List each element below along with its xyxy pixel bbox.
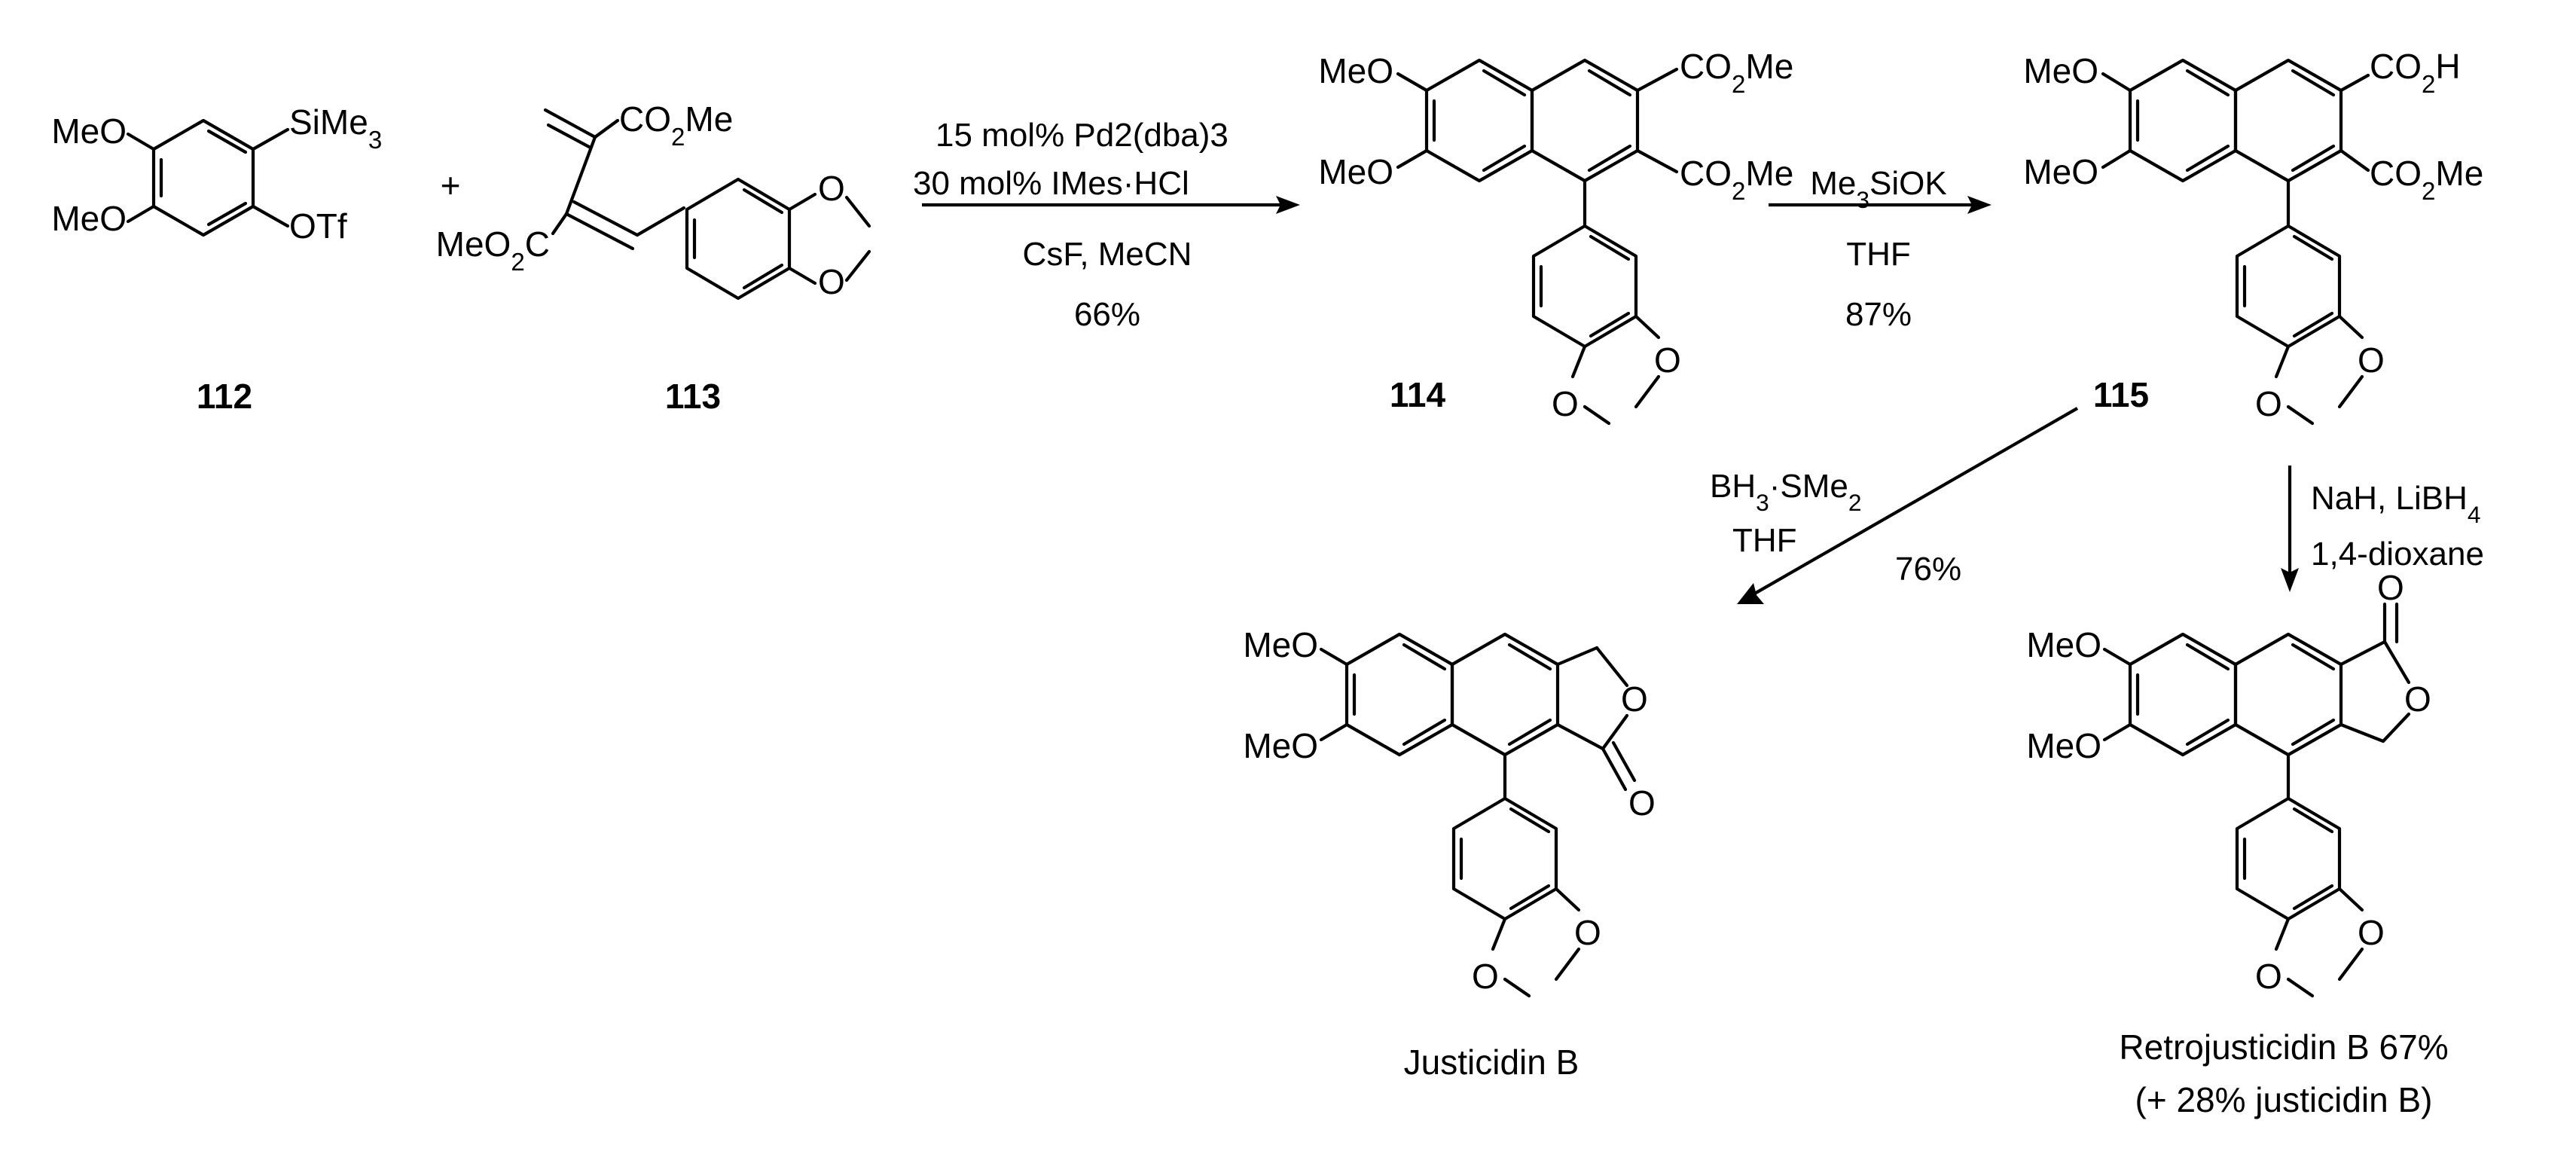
oxygen-label: O xyxy=(1574,913,1601,952)
methoxy-label: MeO xyxy=(1318,152,1393,191)
plus-sign: + xyxy=(441,166,461,205)
methoxy-label: MeO xyxy=(2026,726,2101,765)
oxygen-label: O xyxy=(2358,340,2385,380)
methoxy-label: MeO xyxy=(2026,625,2101,664)
reagent-label: 15 mol% Pd2(dba)3 xyxy=(935,117,1228,154)
methoxy-label: MeO xyxy=(1243,726,1318,765)
methoxy-label: MeO xyxy=(1318,51,1393,90)
reagent-label: 1,4-dioxane xyxy=(2311,536,2484,572)
compound-retrojusticidin-b: MeO MeO O O O O Retrojusticidin B 67% (+… xyxy=(2026,568,2448,1119)
compound-number: 115 xyxy=(2093,375,2149,414)
oxygen-label: O xyxy=(2358,913,2385,952)
reaction-arrow-step3: BH3·SMe2 THF 76% xyxy=(1710,407,2079,604)
methoxy-label: MeO xyxy=(51,111,127,151)
oxygen-label: O xyxy=(1621,679,1648,719)
oxygen-label: O xyxy=(2255,384,2282,423)
carboxylic-acid-label: CO2H xyxy=(2370,47,2461,99)
reagent-label: CsF, MeCN xyxy=(1023,236,1192,273)
compound-justicidin-b: MeO MeO O O O O Justicidin B xyxy=(1243,625,1655,1082)
ester-label: CO2Me xyxy=(1680,47,1793,99)
carbonyl-oxygen-label: O xyxy=(1628,783,1656,823)
triflate-label: OTf xyxy=(289,206,347,246)
ester-label: CO2Me xyxy=(619,99,733,151)
side-product-note: (+ 28% justicidin B) xyxy=(2135,1080,2433,1119)
product-name: Retrojusticidin B 67% xyxy=(2119,1027,2448,1067)
methoxy-label: MeO xyxy=(2023,51,2098,90)
oxygen-label: O xyxy=(1472,957,1499,996)
reaction-arrow-step2: Me3SiOK THF 87% xyxy=(1769,165,1992,333)
oxygen-label: O xyxy=(818,169,845,208)
compound-number: 114 xyxy=(1390,375,1446,414)
yield-label: 87% xyxy=(1845,296,1912,333)
reagent-label: 30 mol% IMes·HCl xyxy=(913,165,1189,202)
reaction-arrow-step1: 15 mol% Pd2(dba)3 30 mol% IMes·HCl CsF, … xyxy=(913,117,1300,333)
oxygen-label: O xyxy=(1654,340,1681,380)
ester-label: CO2Me xyxy=(1680,154,1793,206)
oxygen-label: O xyxy=(2255,957,2282,996)
methoxy-label: MeO xyxy=(2023,152,2098,191)
trimethylsilyl-label: SiMe3 xyxy=(289,102,382,154)
methoxy-label: MeO xyxy=(51,199,127,238)
compound-number: 112 xyxy=(197,377,252,416)
oxygen-label: O xyxy=(2404,679,2431,719)
compound-115: MeO MeO CO2H CO2Me O O 115 xyxy=(2023,47,2483,426)
reagent-label: THF xyxy=(1732,522,1797,559)
yield-label: 76% xyxy=(1895,551,1961,588)
ester-label: CO2Me xyxy=(2370,154,2483,206)
reagent-label: THF xyxy=(1846,236,1911,273)
reagent-label: NaH, LiBH4 xyxy=(2311,480,2480,528)
carbonyl-oxygen-label: O xyxy=(2377,568,2404,607)
oxygen-label: O xyxy=(818,262,845,301)
ester-label: MeO2C xyxy=(436,224,550,276)
methoxy-label: MeO xyxy=(1243,625,1318,664)
compound-114: MeO MeO CO2Me CO2Me O O 114 xyxy=(1318,47,1793,426)
product-name: Justicidin B xyxy=(1404,1043,1579,1082)
yield-label: 66% xyxy=(1074,296,1140,333)
compound-number: 113 xyxy=(665,377,721,416)
oxygen-label: O xyxy=(1552,384,1579,423)
reagent-label: BH3·SMe2 xyxy=(1710,468,1862,516)
compound-113: CO2Me MeO2C O O 113 xyxy=(436,99,871,416)
compound-112: MeO MeO SiMe3 OTf 112 xyxy=(51,102,382,416)
